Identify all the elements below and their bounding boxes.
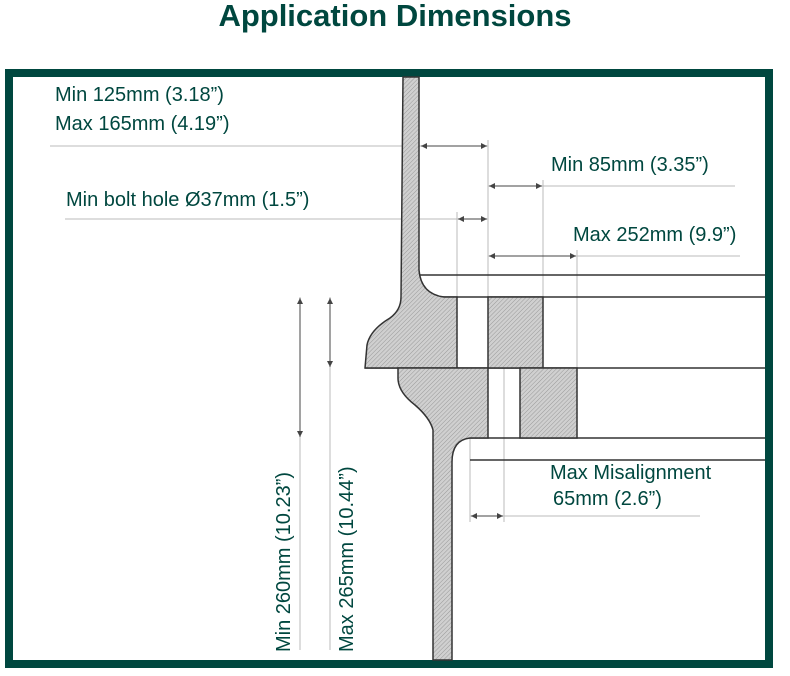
- bolt-circle-max-label: Max 165mm (4.19”): [55, 113, 230, 135]
- dimension-arrows: [297, 143, 576, 519]
- page-title: Application Dimensions: [218, 0, 572, 33]
- max-265-label: Max 265mm (10.44”): [336, 466, 358, 652]
- min-85-label: Min 85mm (3.35”): [551, 154, 709, 176]
- bolt-circle-min-label: Min 125mm (3.18”): [55, 84, 224, 106]
- flange-sections: [364, 76, 578, 661]
- max-252-label: Max 252mm (9.9”): [573, 224, 737, 246]
- misalignment-value: 65mm (2.6”): [553, 488, 662, 510]
- misalignment-title: Max Misalignment: [550, 462, 712, 484]
- dimension-lines: [50, 140, 740, 650]
- diagram-frame: [5, 69, 773, 668]
- min-260-label: Min 260mm (10.23”): [273, 471, 295, 652]
- bolt-hole-label: Min bolt hole Ø37mm (1.5”): [66, 189, 310, 211]
